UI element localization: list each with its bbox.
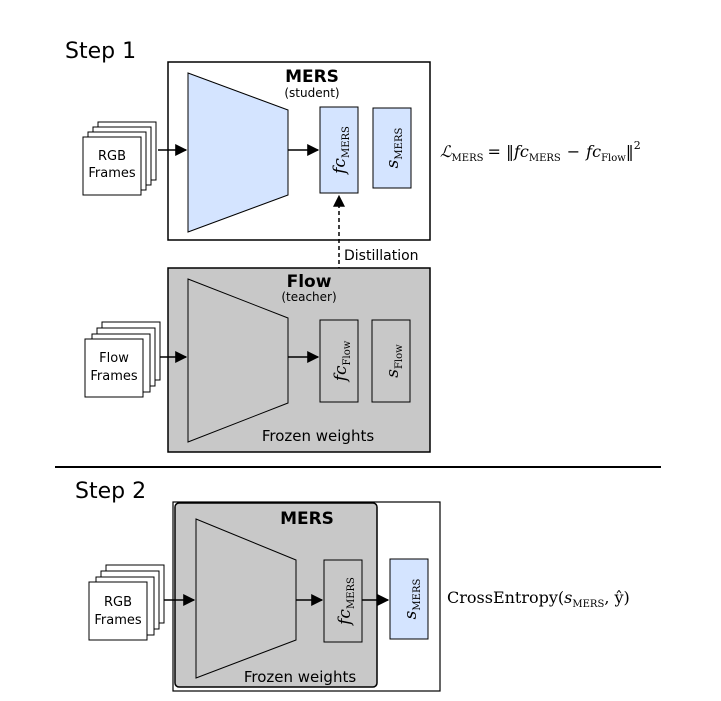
svg-text:fcMERS: fcMERS [330, 126, 352, 176]
flow-teacher-title: Flow [287, 272, 332, 292]
rgb-frames-label-line2: Frames [88, 166, 136, 181]
svg-text:sMERS: sMERS [383, 128, 405, 169]
student-s-label: sMERS [383, 128, 405, 169]
flow-frames-label-line2: Frames [90, 369, 138, 384]
teacher-fc-label: fcFlow [331, 340, 353, 383]
rgb-frames-stack-step2 [88, 564, 165, 641]
teacher-s-label: sFlow [383, 344, 405, 378]
mers-student-title: MERS [285, 67, 339, 87]
student-s-layer [372, 107, 412, 189]
svg-text:sMERS: sMERS [401, 579, 423, 620]
step2-title: Step 2 [75, 479, 146, 504]
step2-s-layer [389, 558, 429, 640]
svg-text:fcMERS: fcMERS [335, 577, 357, 627]
step2-rgb-label-line2: Frames [94, 613, 142, 628]
flow-frames-stack [84, 321, 161, 398]
teacher-encoder [187, 278, 289, 443]
student-fc-label: fcMERS [330, 126, 352, 176]
teacher-frozen-label: Frozen weights [262, 427, 375, 445]
mers-student-role: (student) [284, 86, 339, 100]
svg-text:fcFlow: fcFlow [331, 340, 353, 383]
svg-text:sFlow: sFlow [383, 344, 405, 378]
flow-teacher-role: (teacher) [281, 290, 336, 304]
distillation-label: Distillation [344, 248, 419, 264]
step2-mers-title: MERS [280, 509, 334, 529]
step1-title: Step 1 [65, 39, 136, 64]
teacher-s-layer [371, 319, 411, 403]
rgb-frames-label-line1: RGB [98, 149, 126, 164]
step2-fc-label: fcMERS [335, 577, 357, 627]
step2-rgb-label-line1: RGB [104, 595, 132, 610]
teacher-fc-layer [319, 319, 359, 403]
step2-s-label: sMERS [401, 579, 423, 620]
flow-frames-label-line1: Flow [99, 351, 129, 366]
step2-frozen-label: Frozen weights [244, 668, 357, 686]
step2-fc-layer [323, 559, 363, 643]
crossentropy-loss: CrossEntropy(sMERS, ŷ) [447, 588, 630, 610]
student-encoder [187, 72, 289, 233]
rgb-frames-stack-step1 [82, 121, 157, 196]
mers-loss-equation: ℒMERS= ‖fcMERS−fcFlow‖2 [440, 139, 641, 164]
step2-encoder [195, 518, 297, 679]
student-fc-layer [319, 106, 359, 194]
